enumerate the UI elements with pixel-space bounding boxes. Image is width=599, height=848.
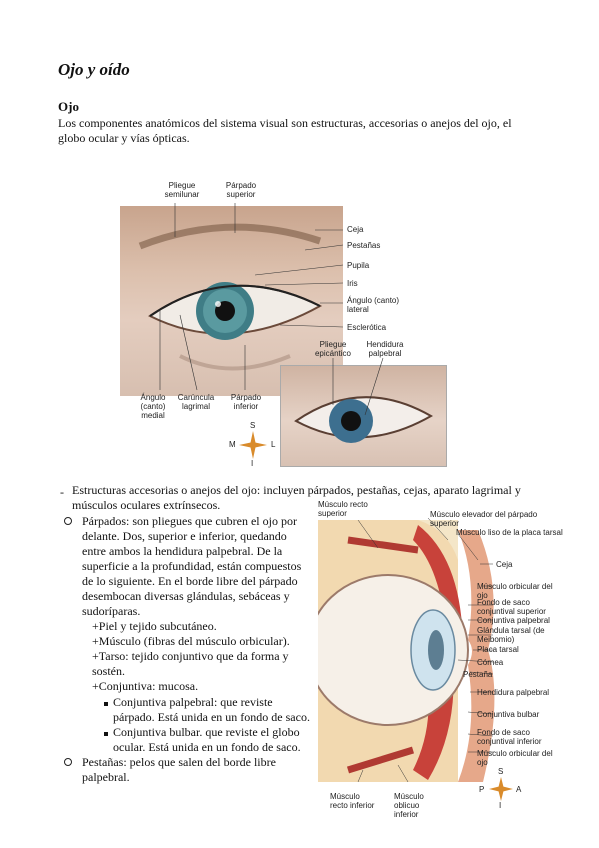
label-elevador-parpado: Músculo elevador del párpado superior [430,510,538,528]
label-recto-inferior: Músculo recto inferior [330,792,375,810]
capas-list: +Piel y tejido subcutáneo. +Músculo (fib… [92,619,290,694]
label-hendidura-palpebral: Hendidura palpebral [366,340,404,358]
label-orbicular-2: Músculo orbicular del ojo [477,749,553,767]
circle-bullet-icon [64,758,72,766]
list-item: +Piel y tejido subcutáneo. [92,619,217,633]
section-heading: Ojo [58,99,79,114]
label-conjuntiva-palpebral: Conjuntiva palpebral [477,616,550,625]
list-item: +Conjuntiva: mucosa. [92,679,199,693]
square-bullet-icon [104,732,108,736]
list-item: +Tarso: tejido conjuntivo que da forma y [92,649,289,663]
eye-photo-inset [280,365,447,467]
label-pupila: Pupila [347,261,370,270]
label-angulo-lateral: Ángulo (canto) lateral [347,296,400,314]
eye-inset-illustration [294,396,434,443]
label-hendidura-palpebral: Hendidura palpebral [477,688,550,697]
compass-rose-icon: S I M L [229,421,276,468]
eyelid-section-figure: Músculo recto superior Músculo elevador … [318,500,563,819]
label-pestana: Pestaña [463,670,493,679]
compass-rose-icon: S I P A [479,767,522,810]
eye-photo-main [120,206,343,396]
label-glandula-tarsal: Glándula tarsal (de Meibomio) [477,626,545,644]
intro-paragraph: Los componentes anatómicos del sistema v… [58,116,512,145]
label-placa-tarsal: Placa tarsal [477,645,519,654]
label-esclerotica: Esclerótica [347,323,387,332]
label-fondo-saco-superior: Fondo de saco conjuntival superior [477,598,546,616]
label-pestanas: Pestañas [347,241,381,250]
label-ceja: Ceja [496,560,513,569]
label-conjuntiva-bulbar: Conjuntiva bulbar [477,710,540,719]
conjuntiva-bulbar-item: Conjuntiva bulbar. que reviste el globo … [113,725,301,754]
accesorias-item: Estructuras accesorias o anejos del ojo:… [72,483,521,512]
list-dash: - [60,485,64,499]
page-title: Ojo y oído [58,60,130,79]
eye-external-figure: Pliegue semilunar Párpado superior Ceja … [115,175,447,470]
list-item: +Músculo (fibras del músculo orbicular). [92,634,290,648]
label-cornea: Córnea [477,658,504,667]
label-musculo-liso: Músculo liso de la placa tarsal [456,528,563,537]
label-angulo-medial: Ángulo (canto) medial [140,393,166,420]
pestanas-item: Pestañas: pelos que salen del borde libr… [82,755,276,784]
label-pliegue-semilunar: Pliegue semilunar [164,181,200,199]
eye-illustration [138,223,323,371]
label-iris: Iris [347,279,358,288]
circle-bullet-icon [64,517,72,525]
list-item: sostén. [92,664,125,678]
label-recto-superior: Músculo recto superior [318,500,368,518]
label-caruncula-lagrimal: Carúncula lagrimal [177,393,215,411]
square-bullet-icon [104,702,108,706]
leader-lines [159,203,384,416]
eyelid-section-illustration [318,517,495,783]
label-orbicular-1: Músculo orbicular del ojo [477,582,553,600]
label-ceja: Ceja [347,225,364,234]
label-parpado-superior: Párpado superior [225,181,257,199]
parpados-paragraph: Párpados: son pliegues que cubren el ojo… [82,514,302,618]
label-parpado-inferior: Párpado inferior [230,393,262,411]
label-oblicuo-inferior: Músculo oblicuo inferior [394,792,424,819]
label-fondo-saco-inferior: Fondo de saco conjuntival inferior [477,728,542,746]
conjuntiva-palpebral-item: Conjuntiva palpebral: que reviste párpad… [113,695,310,724]
label-pliegue-epicantico: Pliegue epicántico [314,340,352,358]
